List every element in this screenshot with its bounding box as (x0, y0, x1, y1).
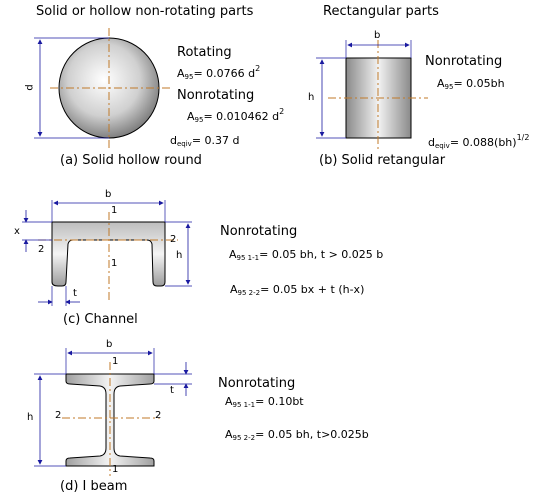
round-nonrotating-formula: A95= 0.010462 d2 (187, 107, 285, 124)
ibeam-formula-22: A95 2-2= 0.05 bh, t>0.025b (225, 428, 369, 442)
round-nonrotating-label: Nonrotating (177, 88, 255, 103)
caption-round: (a) Solid hollow round (60, 153, 202, 168)
rect-dim-b-label: b (374, 30, 381, 41)
caption-channel: (c) Channel (63, 312, 138, 327)
header-round: Solid or hollow non-rotating parts (36, 4, 254, 19)
channel-axis-2-right: 2 (170, 234, 177, 245)
rect-area-formula: A95= 0.05bh (437, 77, 505, 91)
ibeam-axis-2-left: 2 (55, 410, 62, 421)
rect-deqiv-formula: deqiv= 0.088(bh)1/2 (428, 133, 530, 150)
ibeam-shape (65, 373, 155, 467)
channel-dim-b-label: b (105, 189, 112, 200)
round-section (34, 28, 170, 148)
rect-section (316, 40, 428, 152)
ibeam-axis-1-bottom: 1 (112, 464, 119, 475)
round-dim-d-label: d (24, 84, 36, 91)
round-rotating-label: Rotating (177, 45, 232, 60)
channel-dim-h-label: h (176, 250, 183, 261)
channel-dim-x-label: x (14, 226, 20, 237)
caption-ibeam: (d) I beam (60, 479, 128, 494)
channel-axis-1-bottom: 1 (111, 258, 118, 269)
ibeam-dim-t-label: t (170, 385, 174, 396)
channel-dim-t-label: t (73, 288, 77, 299)
channel-nonrotating-label: Nonrotating (220, 224, 298, 239)
channel-section (22, 200, 192, 306)
ibeam-dim-b-label: b (106, 339, 113, 350)
ibeam-formula-11: A95 1-1= 0.10bt (225, 395, 304, 409)
rect-nonrotating-label: Nonrotating (425, 54, 503, 69)
ibeam-axis-1-top: 1 (112, 356, 119, 367)
header-rect: Rectangular parts (323, 4, 439, 19)
channel-formula-11: A95 1-1= 0.05 bh, t > 0.025 b (229, 248, 384, 262)
round-deqiv-formula: deqiv= 0.37 d (170, 134, 240, 148)
ibeam-dim-h-label: h (27, 412, 34, 423)
ibeam-axis-2-right: 2 (155, 410, 162, 421)
round-rotating-formula: A95= 0.0766 d2 (177, 64, 261, 81)
channel-formula-22: A95 2-2= 0.05 bx + t (h-x) (230, 283, 365, 297)
ibeam-section (34, 348, 192, 476)
channel-axis-2-left: 2 (38, 244, 45, 255)
rect-dim-h-label: h (308, 92, 315, 103)
channel-axis-1-top: 1 (111, 205, 118, 216)
caption-rect: (b) Solid retangular (319, 153, 446, 168)
ibeam-nonrotating-label: Nonrotating (218, 376, 296, 391)
